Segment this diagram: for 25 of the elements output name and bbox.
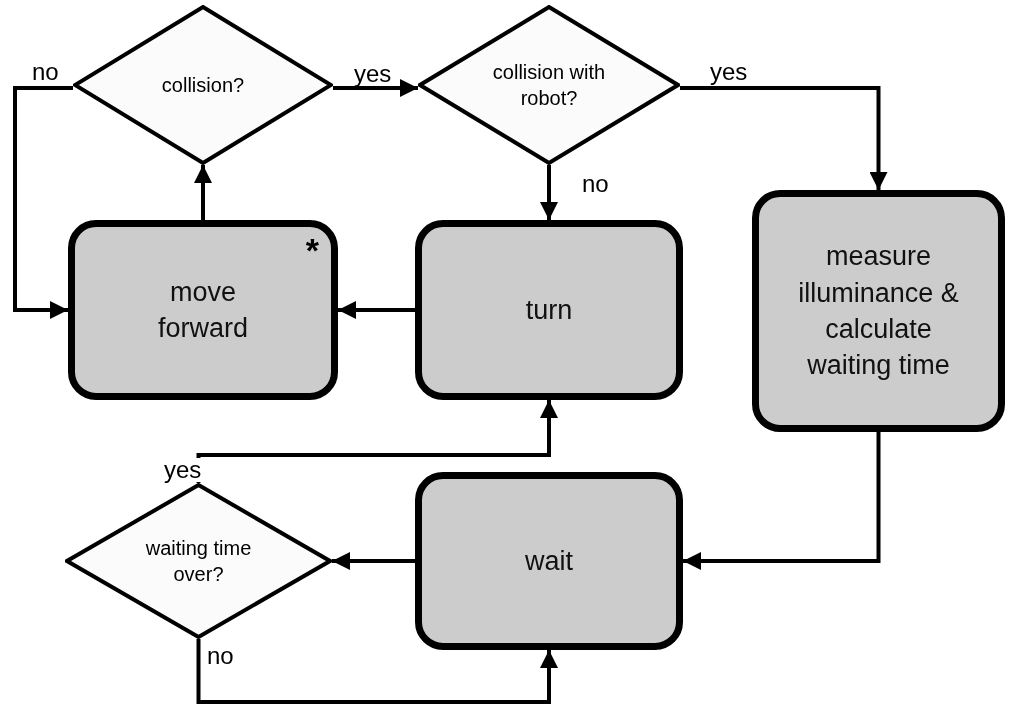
process-text: move forward	[157, 275, 249, 345]
decision-diamond	[65, 483, 332, 639]
arrow	[680, 86, 888, 190]
arrow	[683, 432, 881, 570]
decision-text: collision with robot?	[491, 60, 607, 111]
process-box	[752, 190, 1005, 432]
process-text: measure illuminance & calculate waiting time	[797, 240, 960, 383]
arrow	[540, 165, 558, 220]
asterisk-mark: *	[305, 233, 319, 267]
decision-text: waiting time over?	[144, 536, 253, 587]
arrow	[13, 86, 73, 319]
process-text: turn	[524, 293, 574, 327]
process-text: wait	[524, 544, 574, 578]
arrow	[332, 552, 415, 570]
decision-diamond	[418, 5, 680, 165]
process-box	[415, 220, 683, 400]
arrow	[194, 165, 212, 220]
decision-text: collision?	[160, 73, 246, 98]
decision-diamond	[73, 5, 333, 165]
process-box	[68, 220, 338, 400]
arrow	[338, 301, 415, 319]
arrow	[196, 639, 558, 704]
edge-label: yes	[162, 458, 204, 482]
process-box	[415, 472, 683, 650]
arrow	[333, 79, 418, 97]
